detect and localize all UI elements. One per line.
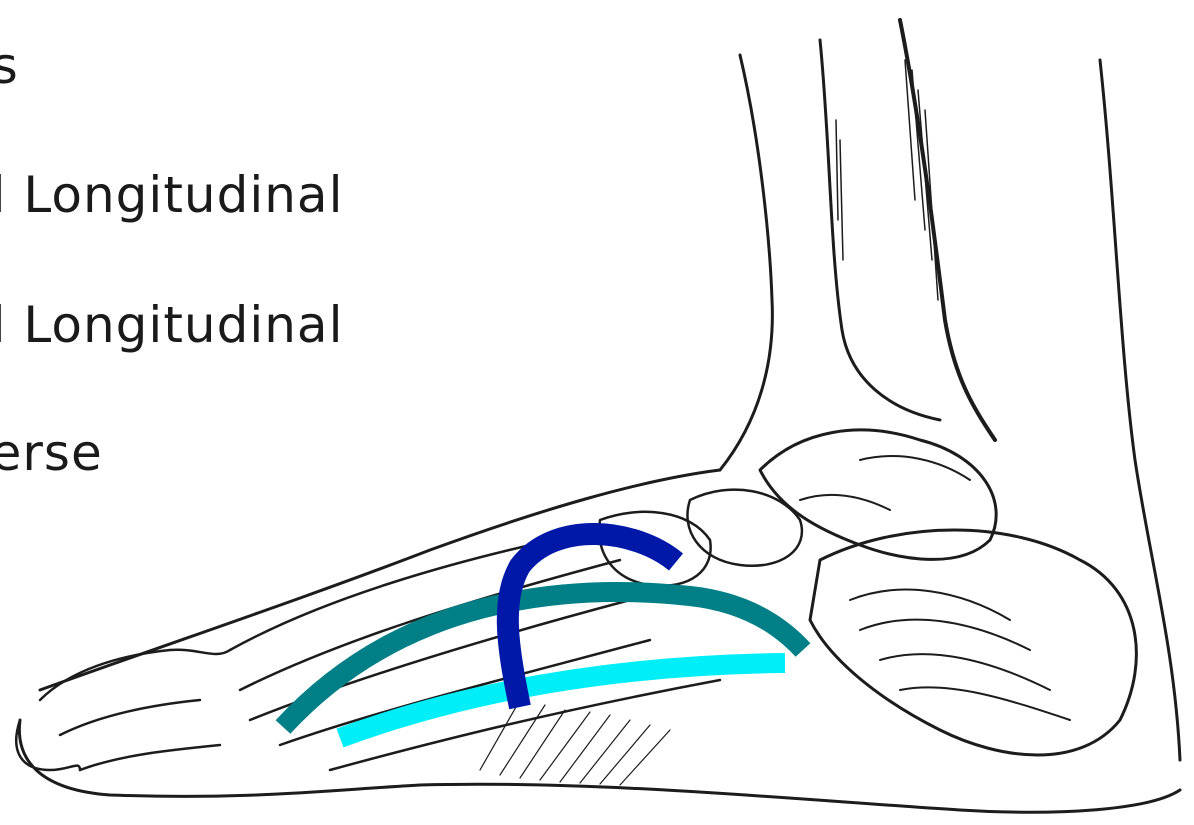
bullet-arches-heading: es bbox=[0, 36, 19, 96]
bullet-transverse: verse bbox=[0, 423, 103, 483]
bullet-medial-longitudinal: al Longitudinal bbox=[0, 165, 343, 225]
leg-back-contour bbox=[1100, 60, 1180, 760]
bullet-lateral-longitudinal: al Longitudinal bbox=[0, 295, 343, 355]
sole-outline bbox=[19, 720, 1180, 812]
leg-front-contour bbox=[720, 55, 772, 470]
medial-longitudinal-arch-line bbox=[340, 663, 785, 738]
tibia-shaft bbox=[820, 40, 940, 420]
toe-tip bbox=[16, 720, 80, 770]
calcaneus bbox=[810, 530, 1136, 755]
fibula-shaft bbox=[900, 20, 995, 440]
toe-phalanges bbox=[40, 650, 230, 770]
